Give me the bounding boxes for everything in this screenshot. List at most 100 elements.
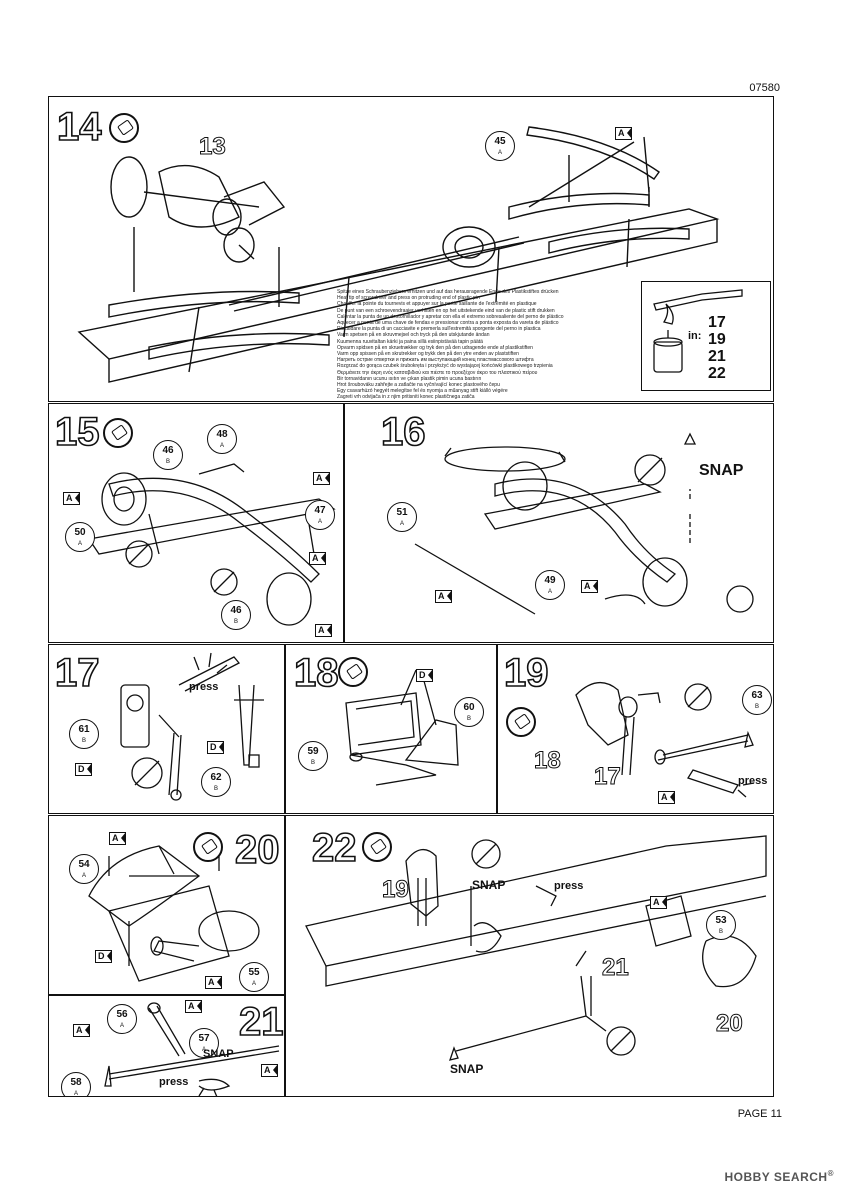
- part-ref: 20: [716, 1010, 744, 1037]
- watermark-logo: HOBBY SEARCH®: [724, 1169, 834, 1184]
- assembly-tag: A: [658, 791, 675, 804]
- snap-label: SNAP: [450, 1062, 484, 1076]
- press-label: press: [189, 681, 219, 693]
- part-ref: 13: [199, 133, 227, 160]
- step-ref: 21: [708, 348, 726, 365]
- instruction-line: Calentar la punta de un destornillador y…: [337, 313, 564, 320]
- shock-mount-illustration: [575, 682, 755, 798]
- assembly-tag: A: [261, 1064, 278, 1077]
- assembly-tag: A: [109, 832, 126, 845]
- instruction-line: Egy csavarhúzó hegyét melegítse fel és n…: [337, 388, 508, 395]
- assembly-tag: A: [313, 472, 330, 485]
- snap-label: SNAP: [203, 1048, 234, 1060]
- assembly-tag: D: [416, 669, 433, 682]
- assembly-tag: A: [205, 976, 222, 989]
- instruction-line: Θερμάνετε την άκρη ενός κατσαβιδιού και …: [337, 369, 538, 376]
- shock-absorber-illustration: [120, 652, 264, 801]
- bracket-illustration: [345, 669, 459, 786]
- assembly-tag: A: [73, 1024, 90, 1037]
- press-label: press: [738, 775, 768, 787]
- assembly-tag: A: [581, 580, 598, 593]
- heat-pin-instructions: Spitze eines Schraubenziehers erhitzen u…: [337, 289, 629, 401]
- assembly-tag: D: [207, 741, 224, 754]
- instruction-line: Riscaldare la punta di un cacciavite e p…: [337, 326, 541, 333]
- step-number: 22: [311, 826, 357, 870]
- assembly-tag: A: [650, 896, 667, 909]
- glue-icon: [109, 113, 139, 143]
- page-number: PAGE 11: [737, 1108, 782, 1120]
- tie-rod-illustration: [104, 1002, 280, 1096]
- instruction-line: Varm opp spissen på en skrutrekker og tr…: [337, 351, 519, 358]
- assembly-tag: A: [185, 1000, 202, 1013]
- step-ref: 19: [708, 331, 726, 348]
- step-number: 18: [293, 651, 339, 695]
- instruction-line: Bir tornavidanın ucunu ısıtın ve çıkan p…: [337, 375, 482, 382]
- assembly-tag: D: [95, 950, 112, 963]
- snap-label: SNAP: [472, 878, 506, 892]
- differential-housing-illustration: [88, 845, 260, 982]
- logo-mark: ®: [827, 1169, 834, 1178]
- step-number: 19: [503, 651, 549, 695]
- instruction-line: Opvarm spidsen på en skruetrækker og try…: [337, 344, 533, 351]
- logo-text: HOBBY SEARCH: [724, 1170, 828, 1184]
- glue-icon: [506, 707, 536, 737]
- step-ref: 22: [708, 365, 726, 382]
- press-label: press: [554, 880, 584, 892]
- instruction-line: Aquecer a ponta de uma chave de fendas e…: [337, 320, 559, 327]
- instruction-line: Spitze eines Schraubenziehers erhitzen u…: [337, 289, 559, 295]
- instruction-line: Heat tip of screwdriver and press on pro…: [337, 295, 480, 302]
- assembly-tag: A: [435, 590, 452, 603]
- instruction-line: Kuumenna ruuvitaltan kärki ja paina sill…: [337, 338, 483, 345]
- assembly-tag: A: [615, 127, 632, 140]
- step-number: 16: [380, 410, 426, 454]
- part-ref: 21: [602, 954, 630, 981]
- instruction-line: Нагреть острие отвертки и прижать им выс…: [337, 357, 534, 364]
- step-number: 21: [238, 1000, 284, 1044]
- step-ref: 17: [708, 314, 726, 331]
- step-number: 17: [54, 651, 100, 695]
- part-ref: 18: [534, 747, 562, 774]
- glue-icon: [362, 832, 392, 862]
- in-label: in:: [688, 330, 702, 342]
- instruction-line: Chauffer la pointe du tournevis et appuy…: [337, 301, 537, 308]
- front-assembly-illustration: [305, 835, 767, 1061]
- step-number: 20: [234, 828, 280, 872]
- part-ref: 17: [594, 763, 622, 790]
- assembly-tag: A: [309, 552, 326, 565]
- assembly-tag: A: [315, 624, 332, 637]
- part-ref: 19: [382, 876, 410, 903]
- instruction-line: Hrot šroubováku zahřejte a zatlačte na v…: [337, 382, 500, 389]
- snap-label: SNAP: [699, 462, 744, 479]
- document-code: 07580: [749, 82, 780, 94]
- step-number: 14: [56, 105, 102, 149]
- chassis-rear-axle-illustration: [77, 126, 720, 383]
- instruction-line: Varm spetsen på en skruvmejsel och tryck…: [337, 332, 490, 339]
- glue-icon: [103, 418, 133, 448]
- press-label: press: [159, 1076, 189, 1088]
